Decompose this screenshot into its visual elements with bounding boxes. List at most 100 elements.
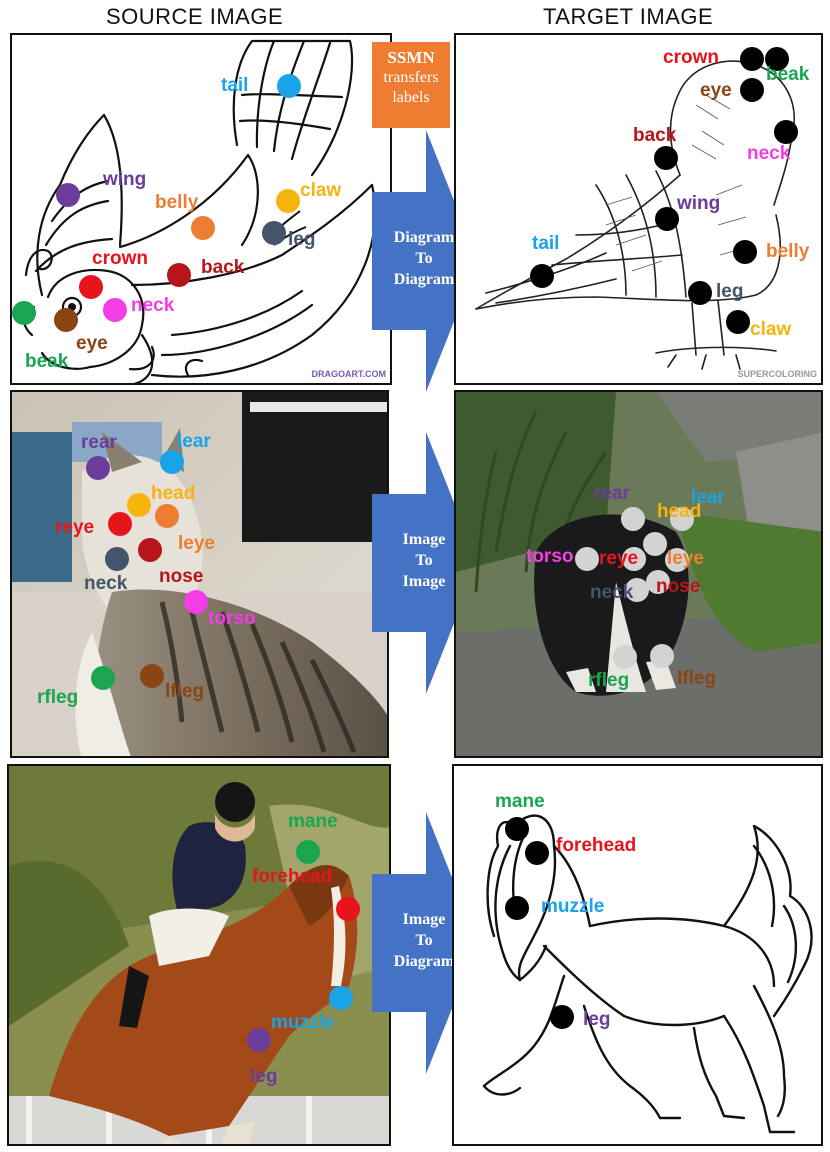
keypoint-target-mane [505,817,529,841]
keypoint-target-back [654,146,678,170]
keypoint-target-neck [625,578,649,602]
keypoint-target-leye [665,548,689,572]
horse-rider-photo [9,766,389,1144]
ssmn-transfers-text: transfers [383,69,439,87]
ssmn-labels-text: labels [392,89,430,107]
keypoint-label-source-tail: tail [221,75,249,96]
keypoint-label-source-neck: neck [84,573,128,594]
keypoint-label-target-head: head [657,501,702,522]
keypoint-source-torso [184,590,208,614]
keypoint-label-target-wing: wing [677,193,721,214]
keypoint-label-source-claw: claw [300,180,342,201]
keypoint-source-wing [56,183,80,207]
arrow2-line3: Image [402,572,446,590]
keypoint-label-target-leye: leye [667,548,704,569]
cat-photo [12,392,387,756]
keypoint-target-forehead [525,841,549,865]
keypoint-label-target-torso: torso [526,546,574,567]
keypoint-target-muzzle [505,896,529,920]
keypoint-target-beak [765,47,789,71]
keypoint-target-wing [655,207,679,231]
source-image-header: SOURCE IMAGE [106,4,284,29]
keypoint-label-source-crown: crown [92,248,148,269]
keypoint-label-target-nose: nose [656,576,701,597]
keypoint-target-leg [550,1005,574,1029]
keypoint-target-nose [646,570,670,594]
keypoint-target-neck [774,120,798,144]
keypoint-target-rear [621,507,645,531]
keypoint-source-beak [12,301,36,325]
keypoint-source-rfleg [91,666,115,690]
keypoint-label-target-back: back [633,125,677,146]
arrow3-line2: To [415,931,433,949]
keypoint-label-target-neck: neck [590,582,634,603]
panel-source-horse [7,764,391,1146]
arrow-label-image-to-image: Image To Image [376,530,472,592]
ssmn-transfers-labels-box: SSMN transfers labels [372,42,450,128]
arrow3-line3: Diagram [393,952,455,970]
panel-source-cat [10,390,389,758]
keypoint-label-source-mane: mane [288,811,338,832]
keypoint-label-target-rfleg: rfleg [588,670,630,691]
keypoint-label-source-neck: neck [131,295,175,316]
keypoint-target-head [643,532,667,556]
keypoint-label-source-muzzle: muzzle [271,1012,335,1033]
keypoint-source-belly [191,216,215,240]
keypoint-label-source-rear: rear [81,432,117,453]
keypoint-label-target-forehead: forehead [556,835,637,856]
keypoint-label-target-neck: neck [747,143,791,164]
keypoint-label-target-reye: reye [599,548,639,569]
keypoint-source-rear [86,456,110,480]
keypoint-target-lear [670,507,694,531]
keypoint-source-crown [79,275,103,299]
keypoint-label-source-beak: beak [25,351,69,372]
keypoint-source-head [127,493,151,517]
keypoint-target-claw [726,310,750,334]
keypoint-source-lear [160,450,184,474]
panel-target-horse [452,764,823,1146]
keypoint-label-source-wing: wing [103,169,147,190]
keypoint-label-source-nose: nose [159,566,204,587]
keypoint-target-torso [575,547,599,571]
keypoint-target-crown [740,47,764,71]
horse-line-drawing [482,814,813,1134]
keypoint-label-source-eye: eye [76,333,108,354]
bird-line-drawing [22,39,377,383]
keypoint-label-source-belly: belly [155,192,199,213]
keypoint-source-lfleg [140,664,164,688]
arrow2-line2: To [415,551,433,569]
keypoint-source-leg [262,221,286,245]
keypoint-label-target-leg: leg [583,1009,611,1030]
dragoart-watermark: DRAGOART.COM [311,369,387,379]
keypoint-label-target-crown: crown [663,47,719,68]
keypoint-source-reye [108,512,132,536]
keypoint-label-source-torso: torso [208,608,256,629]
keypoint-target-leg [688,281,712,305]
ssmn-label: SSMN [387,48,435,67]
keypoint-source-eye [54,308,78,332]
keypoint-source-tail [277,74,301,98]
arrow-label-diagram-to-diagram: Diagram To Diagram [376,228,472,290]
black-cat-photo [456,392,821,756]
keypoint-label-target-tail: tail [532,233,560,254]
supercoloring-watermark: SUPERCOLORING [737,369,817,379]
keypoint-source-claw [276,189,300,213]
keypoint-target-rfleg [613,645,637,669]
keypoint-label-target-belly: belly [766,241,810,262]
keypoint-label-target-rear: rear [594,483,630,504]
keypoint-label-target-lear: lear [691,487,725,508]
arrow1-line1: Diagram [393,229,455,246]
keypoint-label-source-leg: leg [288,229,316,250]
keypoint-label-target-mane: mane [495,791,545,812]
keypoint-label-source-reye: reye [55,517,95,538]
keypoint-source-mane [296,840,320,864]
keypoint-label-target-claw: claw [750,319,792,340]
keypoint-source-muzzle [329,986,353,1010]
keypoint-source-neck [103,298,127,322]
keypoint-label-source-rfleg: rfleg [37,687,79,708]
keypoint-target-tail [530,264,554,288]
keypoint-label-target-eye: eye [700,80,732,101]
panel-source-bird: DRAGOART.COM [10,33,392,385]
keypoint-label-target-leg: leg [716,281,744,302]
keypoint-label-source-head: head [151,483,196,504]
